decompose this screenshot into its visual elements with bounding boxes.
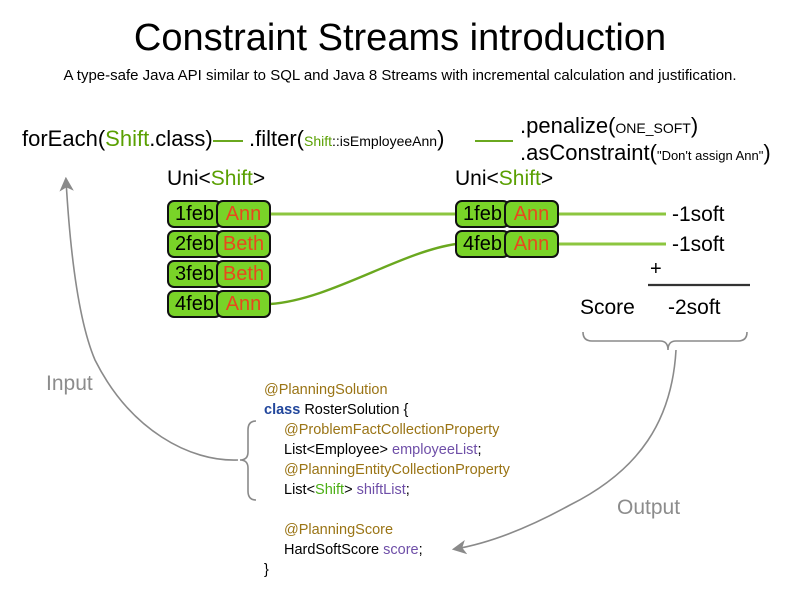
- uni-right-suffix: >: [540, 167, 554, 190]
- code-token: >: [344, 482, 357, 498]
- expr-filter-close: ): [437, 126, 445, 151]
- code-token: class: [264, 402, 301, 418]
- shift-employee: Ann: [216, 290, 271, 318]
- code-token: RosterSolution {: [300, 402, 409, 418]
- code-token: ;: [405, 482, 410, 498]
- output-label: Output: [617, 496, 681, 519]
- code-line: @ProblemFactCollectionProperty: [264, 420, 510, 440]
- uni-left-suffix: >: [252, 167, 266, 190]
- shift-date: 3feb: [167, 260, 222, 288]
- shift-employee: Beth: [216, 260, 271, 288]
- code-token: Shift: [315, 482, 345, 498]
- expr-filter-arg-rest: ::isEmployeeAnn: [332, 133, 438, 149]
- code-line: HardSoftScore score;: [264, 540, 510, 560]
- code-token: [264, 502, 268, 518]
- page-subtitle: A type-safe Java API similar to SQL and …: [63, 67, 737, 84]
- expr-as-constraint: .asConstraint("Don't assign Ann"): [520, 140, 771, 169]
- code-token: }: [264, 562, 269, 578]
- expr-as-constraint-arg: "Don't assign Ann": [656, 148, 764, 163]
- penalty-value-1: -1soft: [672, 203, 725, 226]
- code-token: @ProblemFactCollectionProperty: [284, 422, 500, 438]
- code-line: }: [264, 560, 510, 580]
- shift-date: 4feb: [167, 290, 222, 318]
- expr-penalize-call: .penalize(: [520, 113, 616, 138]
- code-token: ;: [477, 442, 482, 458]
- code-line: @PlanningSolution: [264, 380, 510, 400]
- expr-penalize-arg: ONE_SOFT: [615, 120, 691, 136]
- uni-left-prefix: Uni<: [167, 167, 211, 190]
- shift-employee: Ann: [504, 200, 559, 228]
- code-token: List<: [284, 482, 316, 498]
- score-label: Score: [580, 296, 635, 319]
- code-block: @PlanningSolution class RosterSolution { @…: [264, 380, 510, 580]
- code-token: ;: [418, 542, 423, 558]
- code-line: List<Shift> shiftList;: [264, 480, 510, 500]
- expr-penalize: .penalize(ONE_SOFT): [520, 113, 698, 141]
- code-token: @PlanningEntityCollectionProperty: [284, 462, 510, 478]
- shift-date: 1feb: [167, 200, 222, 228]
- code-line: @PlanningEntityCollectionProperty: [264, 460, 510, 480]
- expr-foreach-type: Shift: [105, 126, 150, 151]
- expr-filter: .filter(Shift::isEmployeeAnn): [249, 126, 444, 154]
- code-line: [264, 500, 510, 520]
- expr-foreach-call: forEach(: [22, 126, 106, 151]
- expr-as-constraint-close: ): [763, 140, 771, 165]
- uni-right-prefix: Uni<: [455, 167, 499, 190]
- uni-label-left: Uni<Shift>: [167, 167, 265, 191]
- code-token: @PlanningScore: [284, 522, 394, 538]
- score-bracket: [582, 331, 748, 351]
- page-title: Constraint Streams introduction: [133, 17, 667, 59]
- expr-foreach-rest: .class): [149, 126, 213, 151]
- uni-left-type: Shift: [210, 167, 253, 190]
- expr-foreach: forEach(Shift.class): [22, 126, 213, 152]
- shift-employee: Beth: [216, 230, 271, 258]
- flow-line-shift-4feb: [269, 242, 457, 306]
- shift-date: 2feb: [167, 230, 222, 258]
- code-token: @PlanningSolution: [264, 382, 388, 398]
- penalty-value-2: -1soft: [672, 233, 725, 256]
- shift-employee: Ann: [504, 230, 559, 258]
- code-token: HardSoftScore: [284, 542, 384, 558]
- code-fields-brace: [239, 420, 257, 501]
- expr-penalize-close: ): [690, 113, 699, 138]
- shift-date: 4feb: [455, 230, 510, 258]
- expr-filter-arg-type: Shift: [304, 133, 333, 149]
- expr-as-constraint-call: .asConstraint(: [520, 140, 657, 165]
- code-token: score: [383, 542, 419, 558]
- shift-date: 1feb: [455, 200, 510, 228]
- expr-filter-call: .filter(: [249, 126, 304, 151]
- input-label: Input: [46, 372, 93, 395]
- code-line: List<Employee> employeeList;: [264, 440, 510, 460]
- score-operator: +: [650, 258, 662, 280]
- uni-right-type: Shift: [498, 167, 541, 190]
- code-token: employeeList: [392, 442, 478, 458]
- score-total: -2soft: [668, 296, 721, 319]
- code-token: List<Employee>: [284, 442, 393, 458]
- code-line: @PlanningScore: [264, 520, 510, 540]
- shift-employee: Ann: [216, 200, 271, 228]
- uni-label-right: Uni<Shift>: [455, 167, 553, 191]
- code-line: class RosterSolution {: [264, 400, 510, 420]
- code-token: shiftList: [356, 482, 406, 498]
